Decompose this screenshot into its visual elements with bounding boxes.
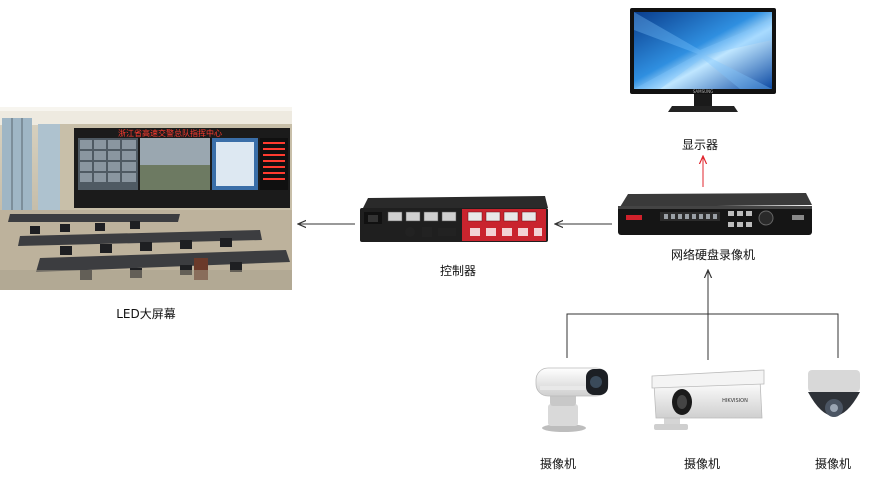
nvr-label: 网络硬盘录像机	[671, 246, 755, 263]
led-wall-label: LED大屏幕	[116, 305, 176, 322]
monitor-label: 显示器	[682, 136, 718, 153]
monitor-device: SAMSUNG	[630, 8, 776, 112]
connectors	[298, 156, 838, 360]
monitor-brand-text: SAMSUNG	[693, 89, 713, 94]
bullet-camera-brand-text: HIKVISION	[722, 398, 748, 404]
ptz-camera	[536, 368, 608, 432]
nvr-device	[618, 193, 812, 235]
camera-label-1: 摄像机	[540, 455, 576, 472]
controller-label: 控制器	[440, 262, 476, 279]
camera-label-2: 摄像机	[684, 455, 720, 472]
bullet-camera: HIKVISION	[652, 370, 764, 430]
camera-label-3: 摄像机	[815, 455, 851, 472]
led-wall-photo: 浙江省高速交警总队指挥中心	[0, 107, 292, 290]
camera-bus-line	[567, 314, 838, 358]
controller-device	[360, 196, 548, 242]
led-wall-screen-text: 浙江省高速交警总队指挥中心	[118, 128, 222, 138]
dome-camera	[808, 370, 860, 417]
